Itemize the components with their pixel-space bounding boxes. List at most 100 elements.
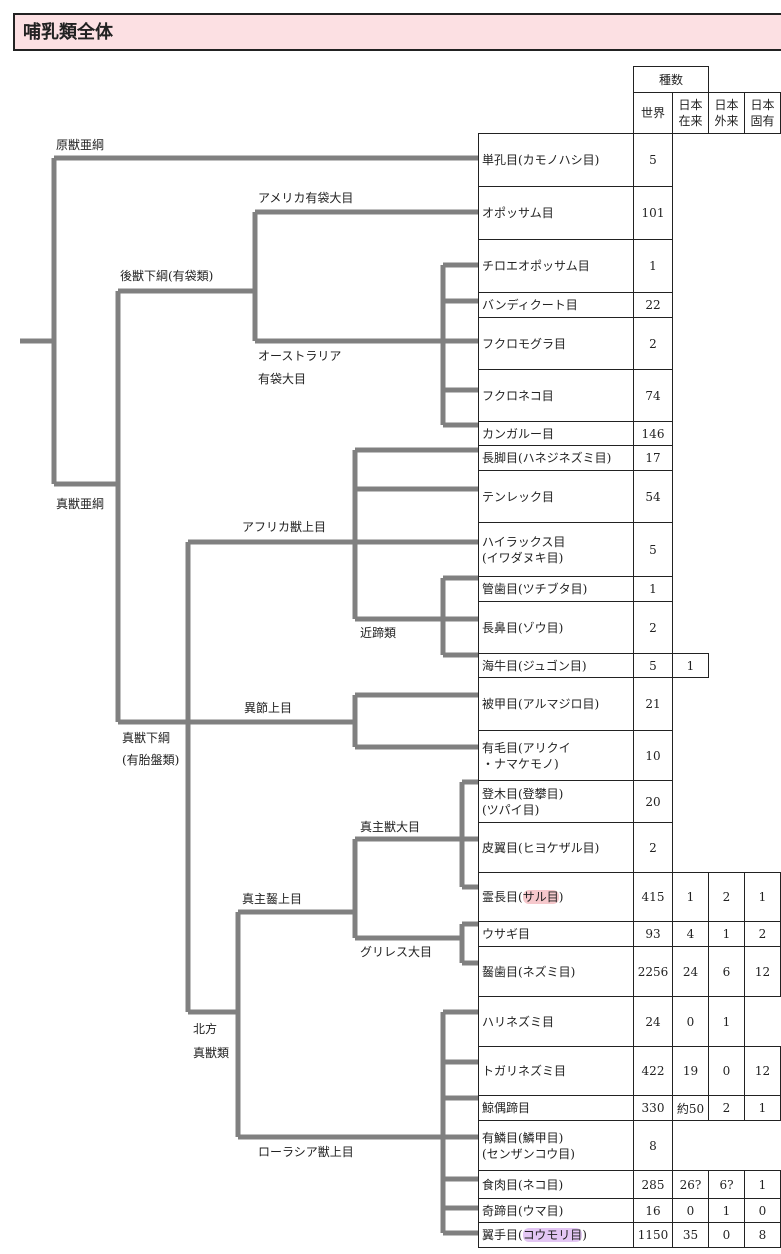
- order-name: 登木目(登攀目) (ツパイ目): [478, 780, 634, 823]
- alien-count: 6?: [708, 1170, 745, 1199]
- world-count: 16: [633, 1198, 673, 1223]
- world-count: 93: [633, 921, 673, 947]
- native-count: 約50: [672, 1095, 709, 1121]
- order-name: カンガルー目: [478, 421, 634, 446]
- alien-count: 0: [708, 1046, 745, 1096]
- table-row: 長鼻目(ゾウ目)2: [478, 601, 781, 654]
- order-name: 管歯目(ツチブタ目): [478, 576, 634, 602]
- world-count: 10: [633, 730, 673, 781]
- endemic-count: 1: [744, 872, 781, 922]
- table-row: 単孔目(カモノハシ目)5: [478, 133, 781, 187]
- order-name: ウサギ目: [478, 921, 634, 947]
- table-row: 皮翼目(ヒヨケザル目)2: [478, 822, 781, 873]
- table-row: 管歯目(ツチブタ目)1: [478, 576, 781, 602]
- order-name: 単孔目(カモノハシ目): [478, 133, 634, 187]
- world-count: 2: [633, 601, 673, 654]
- clade-label: (有胎盤類): [122, 753, 180, 767]
- table-row: 有鱗目(鱗甲目) (センザンコウ目)8: [478, 1120, 781, 1171]
- table-row: 長脚目(ハネジネズミ目)17: [478, 445, 781, 471]
- world-count: 1150: [633, 1222, 673, 1248]
- world-count: 5: [633, 133, 673, 187]
- clade-label: 有袋大目: [258, 372, 307, 386]
- order-name: 長鼻目(ゾウ目): [478, 601, 634, 654]
- world-count: 2256: [633, 946, 673, 997]
- order-name: 有鱗目(鱗甲目) (センザンコウ目): [478, 1120, 634, 1171]
- clade-label: 真獣類: [193, 1046, 230, 1060]
- order-name: 海牛目(ジュゴン目): [478, 653, 634, 678]
- world-count: 17: [633, 445, 673, 471]
- order-name: 皮翼目(ヒヨケザル目): [478, 822, 634, 873]
- world-count: 1: [633, 239, 673, 293]
- order-name: チロエオポッサム目: [478, 239, 634, 293]
- column-header-japan-native: 日本 在来: [672, 92, 709, 134]
- alien-count: 2: [708, 872, 745, 922]
- clade-label: 真獣亜綱: [56, 497, 105, 511]
- world-count: 101: [633, 186, 673, 240]
- world-count: 1: [633, 576, 673, 602]
- column-header-world: 世界: [633, 92, 673, 134]
- clade-label: アメリカ有袋大目: [258, 191, 354, 205]
- order-name: 齧歯目(ネズミ目): [478, 946, 634, 997]
- order-name: トガリネズミ目: [478, 1046, 634, 1096]
- world-count: 5: [633, 653, 673, 678]
- world-count: 20: [633, 780, 673, 823]
- native-count: 4: [672, 921, 709, 947]
- world-count: 8: [633, 1120, 673, 1171]
- world-count: 146: [633, 421, 673, 446]
- order-name: 食肉目(ネコ目): [478, 1170, 634, 1199]
- alien-count: 2: [708, 1095, 745, 1121]
- clade-label: 近蹄類: [360, 626, 397, 640]
- highlight-marker: サル目: [522, 890, 559, 904]
- endemic-count: 1: [744, 1170, 781, 1199]
- clade-label: ローラシア獣上目: [258, 1145, 354, 1159]
- clade-label: アフリカ獣上目: [242, 520, 327, 534]
- native-count: 24: [672, 946, 709, 997]
- order-name: 長脚目(ハネジネズミ目): [478, 445, 634, 471]
- world-count: 22: [633, 292, 673, 318]
- order-name: ハイラックス目 (イワダヌキ目): [478, 522, 634, 577]
- world-count: 24: [633, 996, 673, 1047]
- clade-label: 後獣下綱(有袋類): [120, 269, 214, 283]
- clade-label: オーストラリア: [258, 349, 342, 363]
- world-count: 422: [633, 1046, 673, 1096]
- order-name: テンレック目: [478, 470, 634, 523]
- order-name: フクロネコ目: [478, 369, 634, 422]
- endemic-count: 1: [744, 1095, 781, 1121]
- native-count: 1: [672, 872, 709, 922]
- clade-label: 北方: [193, 1022, 218, 1036]
- clade-label: 真主獣大目: [360, 820, 421, 834]
- table-row: ハイラックス目 (イワダヌキ目)5: [478, 522, 781, 577]
- alien-count: 0: [708, 1222, 745, 1248]
- endemic-count: 12: [744, 1046, 781, 1096]
- alien-count: 1: [708, 921, 745, 947]
- world-count: 54: [633, 470, 673, 523]
- clade-label: 真獣下綱: [122, 731, 171, 745]
- alien-count: 1: [708, 1198, 745, 1223]
- order-name: 霊長目(サル目): [478, 872, 634, 922]
- order-name: オポッサム目: [478, 186, 634, 240]
- world-count: 21: [633, 677, 673, 731]
- world-count: 2: [633, 822, 673, 873]
- order-name: 翼手目(コウモリ目): [478, 1222, 634, 1248]
- clade-label: 異節上目: [244, 701, 293, 715]
- native-count: 26?: [672, 1170, 709, 1199]
- native-count: 19: [672, 1046, 709, 1096]
- table-row: 登木目(登攀目) (ツパイ目)20: [478, 780, 781, 823]
- world-count: 74: [633, 369, 673, 422]
- page-title: 哺乳類全体: [13, 13, 781, 51]
- native-count: 0: [672, 1198, 709, 1223]
- world-count: 330: [633, 1095, 673, 1121]
